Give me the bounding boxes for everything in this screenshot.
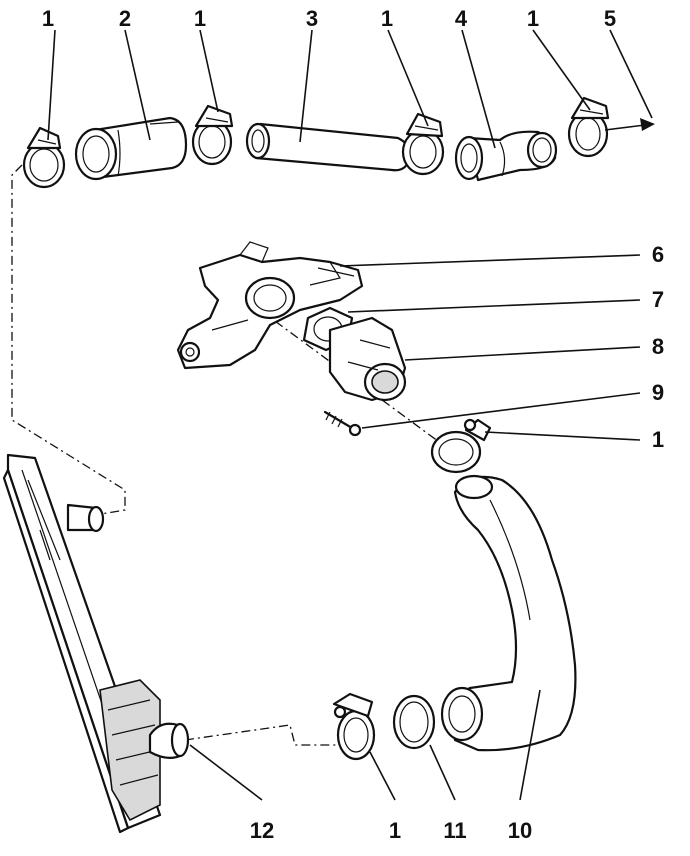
callout-7: 7 [652,287,664,312]
callout-2: 2 [119,6,131,31]
throttle-flange-8 [328,316,407,402]
callout-9: 9 [652,380,664,405]
intercooler-12 [2,453,190,834]
hose-clamp-top-third [401,112,445,176]
callout-1-top-left: 1 [42,6,54,31]
callout-labels: 1 2 1 3 1 4 1 5 6 7 8 9 1 10 11 1 12 [42,6,664,843]
sealing-ring-11 [392,694,436,750]
intake-manifold-6 [176,241,364,370]
hose-clamp-top-left [22,126,66,189]
flow-arrow-5 [604,118,655,131]
callout-5: 5 [604,6,616,31]
elbow-4 [454,130,558,182]
callout-1-bottom: 1 [389,818,401,843]
callout-1-third: 1 [381,6,393,31]
hose-2 [74,116,188,181]
callout-3: 3 [306,6,318,31]
callout-12: 12 [250,818,274,843]
hose-clamp-top-second [191,104,234,166]
hose-clamp-bottom [332,692,376,761]
callout-4: 4 [455,6,468,31]
pipe-3 [245,122,412,172]
callout-8: 8 [652,334,664,359]
hose-clamp-middle [430,418,492,474]
callout-1-middle: 1 [652,427,664,452]
callout-10: 10 [508,818,532,843]
callout-6: 6 [652,242,664,267]
callout-1-fourth: 1 [527,6,539,31]
leader-lines [47,29,653,801]
callout-11: 11 [443,818,466,843]
bolt-9 [323,410,362,437]
hose-clamp-top-right [567,96,610,158]
callout-1-second: 1 [194,6,206,31]
charge-air-hose-10 [440,474,577,752]
